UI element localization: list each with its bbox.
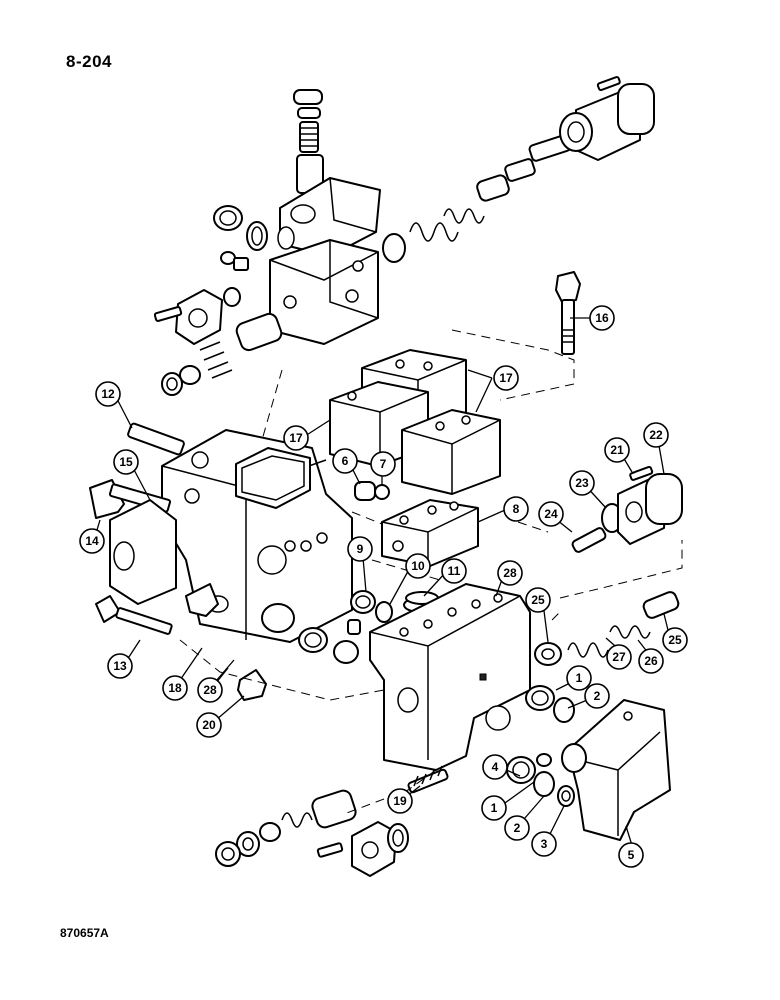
svg-text:14: 14 <box>85 534 99 548</box>
callout-20: 20 <box>196 712 222 738</box>
svg-text:18: 18 <box>168 681 182 695</box>
callout-13: 13 <box>107 653 133 679</box>
svg-text:19: 19 <box>393 794 407 808</box>
callout-10: 10 <box>405 553 431 579</box>
callout-4: 4 <box>482 754 508 780</box>
callout-17a: 17 <box>493 365 519 391</box>
callout-21: 21 <box>604 437 630 463</box>
right-valve-section <box>369 465 683 771</box>
svg-text:5: 5 <box>628 848 635 862</box>
svg-text:25: 25 <box>668 633 682 647</box>
callout-17b: 17 <box>283 425 309 451</box>
svg-text:12: 12 <box>101 387 115 401</box>
svg-text:23: 23 <box>575 476 589 490</box>
callout-2a: 2 <box>584 683 610 709</box>
callout-28b: 28 <box>497 560 523 586</box>
svg-text:13: 13 <box>113 659 127 673</box>
callout-7: 7 <box>370 451 396 477</box>
svg-text:17: 17 <box>499 371 513 385</box>
callout-26: 26 <box>638 648 664 674</box>
svg-text:27: 27 <box>612 650 626 664</box>
svg-text:2: 2 <box>594 689 601 703</box>
svg-text:1: 1 <box>576 671 583 685</box>
callout-22: 22 <box>643 422 669 448</box>
callout-25b: 25 <box>662 627 688 653</box>
svg-text:26: 26 <box>644 654 658 668</box>
svg-text:6: 6 <box>342 454 349 468</box>
svg-text:24: 24 <box>544 507 558 521</box>
svg-text:28: 28 <box>503 566 517 580</box>
figure-code: 870657A <box>60 926 109 940</box>
callout-9: 9 <box>347 536 373 562</box>
callout-23: 23 <box>569 470 595 496</box>
callout-24: 24 <box>538 501 564 527</box>
svg-text:2: 2 <box>514 821 521 835</box>
svg-text:9: 9 <box>357 542 364 556</box>
callout-11: 11 <box>441 558 467 584</box>
svg-text:21: 21 <box>610 443 624 457</box>
spacer-blocks-and-bolt <box>329 271 581 567</box>
top-relief-valve-assembly <box>153 76 655 396</box>
svg-text:11: 11 <box>448 564 461 578</box>
callout-19: 19 <box>387 788 413 814</box>
svg-text:7: 7 <box>380 457 387 471</box>
svg-text:4: 4 <box>492 760 499 774</box>
bracket-and-lower-spool <box>215 699 671 877</box>
svg-text:22: 22 <box>649 428 663 442</box>
callout-6: 6 <box>332 448 358 474</box>
callout-1a: 1 <box>566 665 592 691</box>
page-number: 8-204 <box>66 52 112 71</box>
svg-text:16: 16 <box>595 311 609 325</box>
callout-27: 27 <box>606 644 632 670</box>
callout-14: 14 <box>79 528 105 554</box>
callouts: 16 17 17 12 15 14 13 18 28 20 6 7 8 9 10… <box>79 305 688 868</box>
callout-3: 3 <box>531 831 557 857</box>
callout-12: 12 <box>95 381 121 407</box>
callout-8: 8 <box>503 496 529 522</box>
svg-text:1: 1 <box>491 801 498 815</box>
svg-text:20: 20 <box>202 718 216 732</box>
callout-2: 2 <box>504 815 530 841</box>
svg-text:17: 17 <box>289 431 303 445</box>
callout-18: 18 <box>162 675 188 701</box>
svg-text:10: 10 <box>411 559 425 573</box>
svg-text:8: 8 <box>513 502 520 516</box>
callout-1: 1 <box>481 795 507 821</box>
svg-text:3: 3 <box>541 837 548 851</box>
svg-text:15: 15 <box>119 455 133 469</box>
svg-text:25: 25 <box>531 593 545 607</box>
callout-16: 16 <box>589 305 615 331</box>
callout-15: 15 <box>113 449 139 475</box>
callout-28a: 28 <box>197 677 223 703</box>
callout-5: 5 <box>618 842 644 868</box>
svg-text:28: 28 <box>203 683 217 697</box>
callout-25a: 25 <box>525 587 551 613</box>
